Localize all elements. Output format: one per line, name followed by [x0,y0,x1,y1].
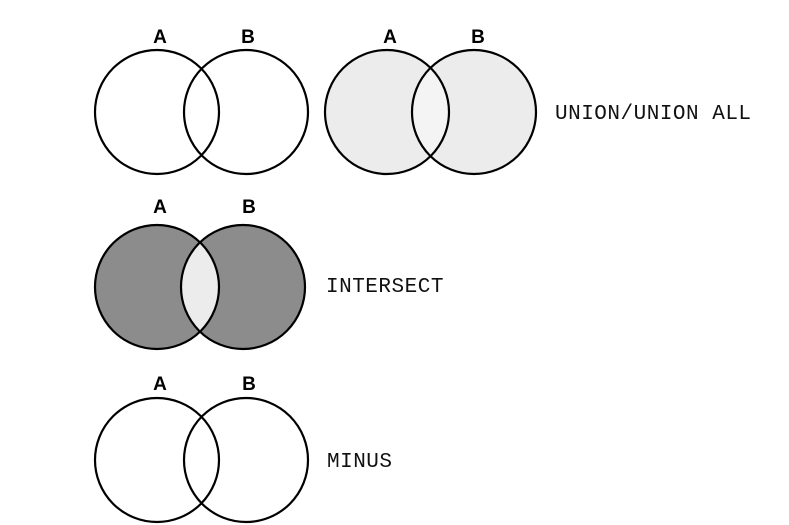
venn-intersect: A B INTERSECT [93,197,444,351]
set-label-b: B [471,27,485,48]
circle-b [182,48,310,176]
set-label-b: B [242,197,256,218]
venn-minus: A B MINUS [93,374,393,524]
venn-plain-pair: A B [93,27,310,176]
circle-b-outline [179,223,307,351]
circle-a-outline [323,48,451,176]
set-label-a: A [153,197,167,218]
set-label-b: B [241,27,255,48]
circle-a [95,225,219,349]
circle-b [182,396,310,524]
set-label-a: A [153,27,167,48]
circle-a-outline [93,223,221,351]
circle-b-outline [410,48,538,176]
circle-b [412,50,536,174]
set-label-b: B [242,374,256,395]
circle-b [181,225,305,349]
operation-caption-union: UNION/UNION ALL [555,103,752,126]
circle-a [325,50,449,174]
venn-union: A B UNION/UNION ALL [323,27,752,176]
operation-caption-minus: MINUS [327,451,393,474]
operation-caption-intersect: INTERSECT [326,276,444,299]
set-label-a: A [383,27,397,48]
set-label-a: A [153,374,167,395]
circle-a [93,396,221,524]
circle-a [93,48,221,176]
